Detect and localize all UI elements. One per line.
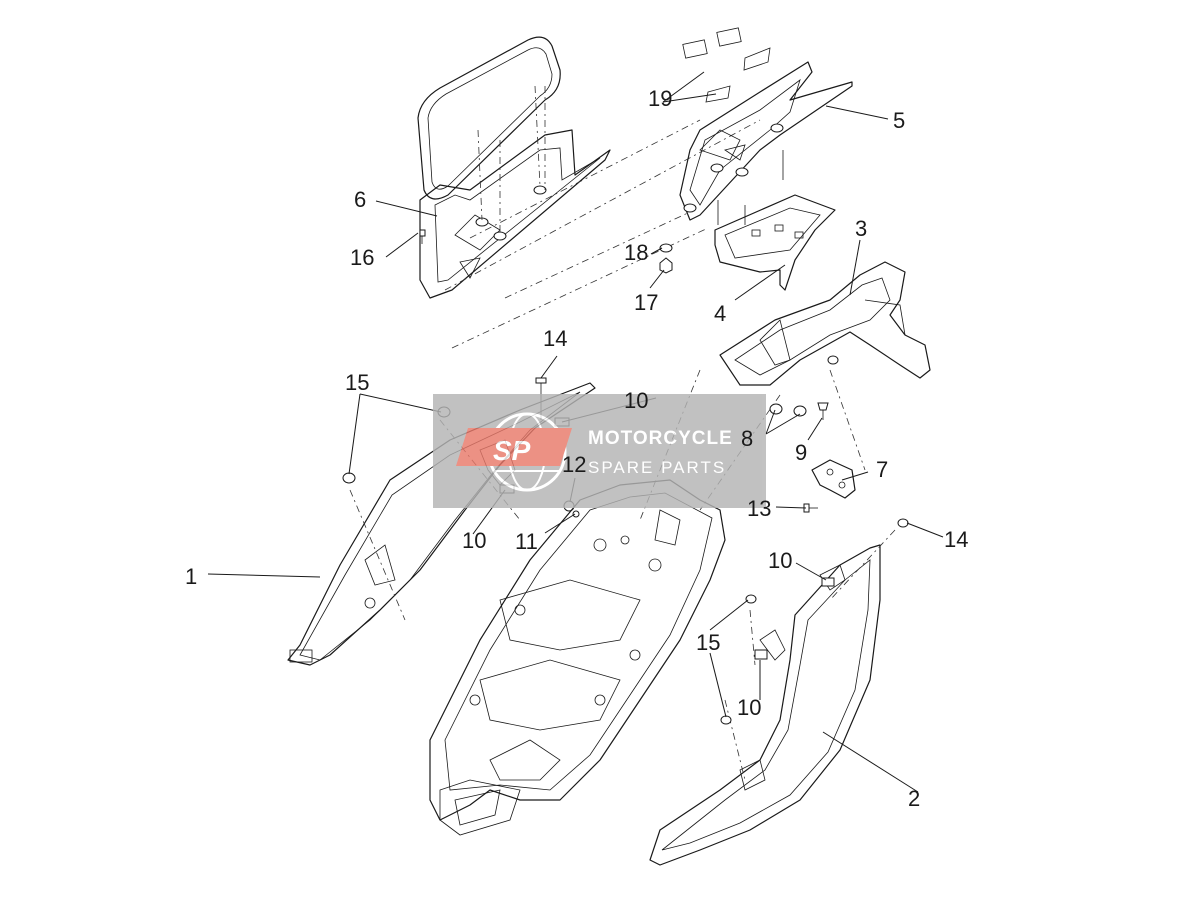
callout-1[interactable]: 1 — [185, 564, 197, 589]
part-14-screw-lower[interactable] — [897, 518, 909, 528]
part-5-tail-cowl[interactable] — [679, 61, 853, 225]
part-2-right-side-panel[interactable] — [649, 529, 896, 866]
watermark: SP MOTORCYCLE SPARE PARTS — [433, 394, 766, 508]
callout-7[interactable]: 7 — [876, 457, 888, 482]
part-9-screw[interactable] — [817, 402, 829, 420]
callout-19[interactable]: 19 — [648, 86, 672, 111]
callout-3[interactable]: 3 — [855, 216, 867, 241]
part-3-rear-mudguard[interactable] — [719, 261, 931, 386]
callout-18[interactable]: 18 — [624, 240, 648, 265]
part-18-washer[interactable] — [659, 243, 673, 253]
watermark-logo-badge — [456, 428, 572, 466]
callout-15-right[interactable]: 15 — [696, 630, 720, 655]
callout-10-left[interactable]: 10 — [462, 528, 486, 553]
callout-10-lower[interactable]: 10 — [737, 695, 761, 720]
callout-14-lower[interactable]: 14 — [944, 527, 968, 552]
callout-10-right[interactable]: 10 — [768, 548, 792, 573]
callout-13[interactable]: 13 — [747, 496, 771, 521]
part-10-clips-right[interactable] — [754, 577, 835, 660]
part-16-screw[interactable] — [419, 229, 426, 244]
callout-16[interactable]: 16 — [350, 245, 374, 270]
callout-5[interactable]: 5 — [893, 108, 905, 133]
callout-4[interactable]: 4 — [714, 301, 726, 326]
callout-11[interactable]: 11 — [515, 529, 538, 554]
part-17-nut[interactable] — [659, 257, 673, 274]
callout-10-upper[interactable]: 10 — [624, 388, 648, 413]
part-11-washer[interactable] — [572, 510, 580, 518]
callout-2[interactable]: 2 — [908, 786, 920, 811]
callout-12[interactable]: 12 — [562, 452, 586, 477]
callout-9[interactable]: 9 — [795, 440, 807, 465]
callout-8[interactable]: 8 — [741, 426, 753, 451]
part-13-screw[interactable] — [803, 503, 818, 513]
callout-15-left[interactable]: 15 — [345, 370, 369, 395]
callout-6[interactable]: 6 — [354, 187, 366, 212]
callout-17[interactable]: 17 — [634, 290, 658, 315]
part-4-undertray[interactable] — [714, 194, 836, 291]
part-7-bracket[interactable] — [811, 459, 856, 499]
watermark-brand-line1: MOTORCYCLE — [588, 428, 733, 449]
callout-14-upper[interactable]: 14 — [543, 326, 567, 351]
part-6-seat-cowl[interactable] — [417, 36, 611, 299]
callout-labels: 1 2 3 4 5 6 7 8 9 10 10 10 10 11 12 13 1… — [185, 86, 968, 811]
watermark-logo-text: SP — [493, 435, 531, 466]
part-19-decals[interactable] — [682, 27, 771, 103]
watermark-brand-line2: SPARE PARTS — [588, 458, 726, 477]
part-8-grommets[interactable] — [769, 403, 807, 417]
part-15-grommets-right[interactable] — [720, 594, 757, 725]
